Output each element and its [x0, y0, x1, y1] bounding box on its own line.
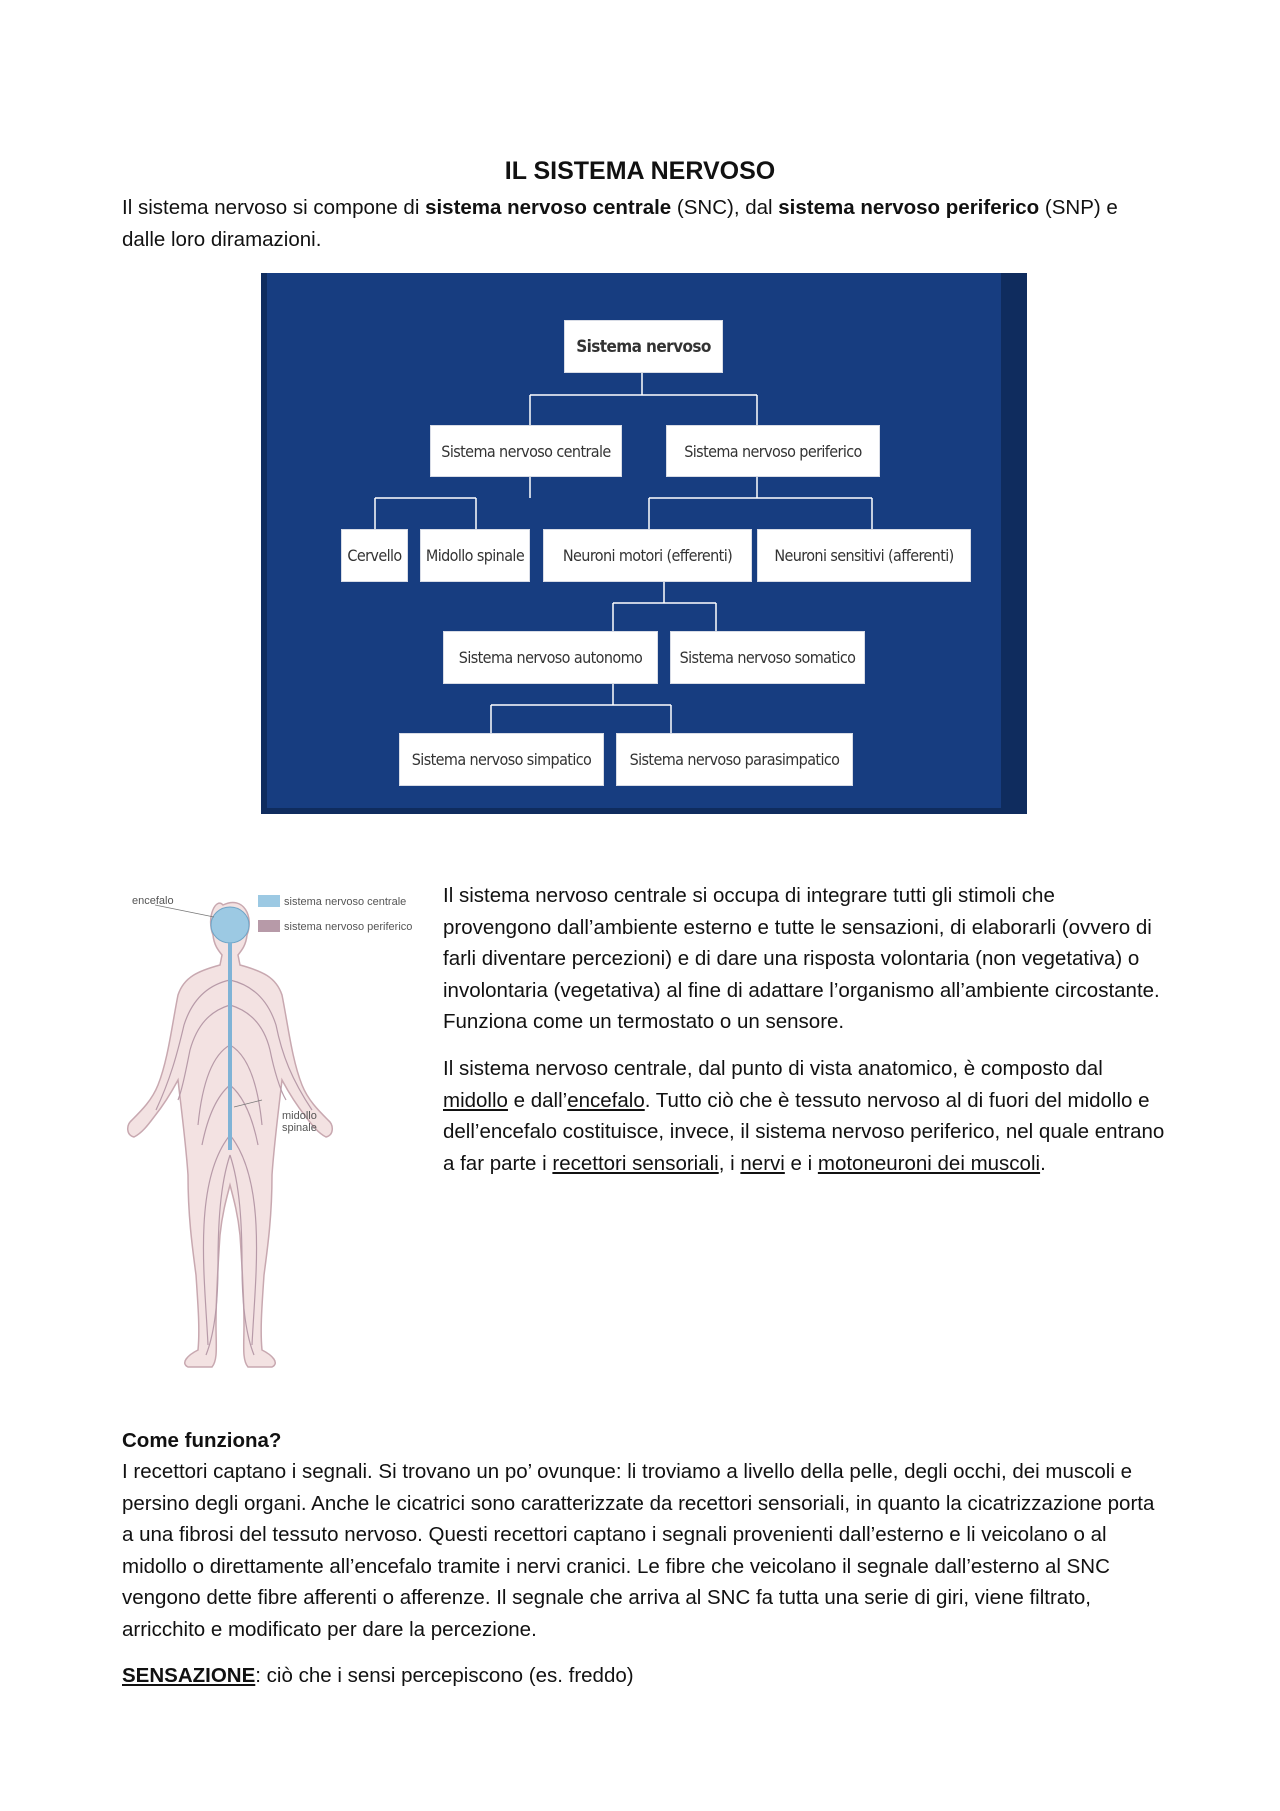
- link-motoneuroni: motoneuroni dei muscoli: [817, 1151, 1041, 1175]
- sensazione-definition: : ciò che i sensi percepiscono (es. fred…: [255, 1664, 634, 1687]
- intro-bold-snp: sistema nervoso periferico: [778, 196, 1040, 219]
- intro-text-1: Il sistema nervoso si compone di: [122, 196, 426, 219]
- label-midollo-spinale: midollo spinale: [282, 1110, 317, 1134]
- box-sistema-nervoso-autonomo: Sistema nervoso autonomo: [443, 631, 658, 684]
- snc-paragraph: Il sistema nervoso centrale si occupa di…: [443, 884, 1160, 1033]
- label-midollo-line1: midollo: [282, 1110, 317, 1122]
- intro-bold-snc: sistema nervoso centrale: [425, 196, 672, 219]
- nervous-system-figure: encefalo sistema nervoso centrale sistem…: [122, 885, 427, 1375]
- box-sistema-nervoso-periferico: Sistema nervoso periferico: [666, 425, 880, 477]
- intro-text-3: (SNP) e: [1039, 196, 1118, 219]
- box-sistema-nervoso-somatico: Sistema nervoso somatico: [670, 631, 865, 684]
- how-paragraph: I recettori captano i segnali. Si trovan…: [122, 1460, 1155, 1641]
- box-neuroni-motori: Neuroni motori (efferenti): [543, 529, 752, 582]
- intro-paragraph: Il sistema nervoso si compone di sistema…: [122, 192, 1162, 255]
- intro-text-line2: dalle loro diramazioni.: [122, 227, 322, 251]
- label-encefalo: encefalo: [132, 895, 174, 907]
- anatomy-text-5: e i: [784, 1151, 818, 1175]
- page-title: IL SISTEMA NERVOSO: [504, 157, 776, 185]
- sensazione-term: SENSAZIONE: [122, 1664, 256, 1687]
- link-nervi: nervi: [740, 1151, 785, 1175]
- diagram-right-border: [1001, 273, 1027, 814]
- how-heading-text: Come funziona?: [122, 1429, 282, 1452]
- brain-shape: [210, 906, 250, 944]
- link-encefalo: encefalo: [567, 1088, 645, 1112]
- link-recettori-sensoriali: recettori sensoriali: [552, 1151, 719, 1175]
- legend-peripheral-label: sistema nervoso periferico: [284, 921, 413, 933]
- anatomy-text-1: Il sistema nervoso centrale, dal punto d…: [443, 1057, 1103, 1080]
- box-neuroni-sensitivi: Neuroni sensitivi (afferenti): [757, 529, 971, 582]
- anatomy-text-6: .: [1040, 1151, 1046, 1175]
- box-sistema-nervoso: Sistema nervoso: [564, 320, 723, 373]
- box-sistema-nervoso-simpatico: Sistema nervoso simpatico: [399, 733, 604, 786]
- how-heading: Come funziona?: [122, 1425, 1162, 1457]
- link-midollo: midollo: [443, 1088, 508, 1112]
- legend-swatch-peripheral: [258, 920, 280, 932]
- diagram-connector-lines: [374, 372, 873, 733]
- box-sistema-nervoso-parasimpatico: Sistema nervoso parasimpatico: [616, 733, 853, 786]
- anatomy-text-4: , i: [718, 1151, 741, 1175]
- box-cervello: Cervello: [341, 529, 408, 582]
- label-midollo-line2: spinale: [282, 1122, 317, 1134]
- diagram-bottom-border: [261, 808, 1027, 814]
- nervous-system-diagram: Sistema nervoso Sistema nervoso centrale…: [261, 273, 1027, 814]
- box-midollo-spinale: Midollo spinale: [420, 529, 530, 582]
- box-sistema-nervoso-centrale: Sistema nervoso centrale: [430, 425, 622, 477]
- human-body-illustration: [127, 901, 333, 1368]
- legend-central-label: sistema nervoso centrale: [284, 896, 407, 908]
- intro-text-2: (SNC), dal: [671, 196, 779, 219]
- sensazione-line: SENSAZIONE: ciò che i sensi percepiscono…: [122, 1660, 1162, 1692]
- anatomy-text-2: e dall’: [507, 1088, 568, 1112]
- legend-swatch-central: [258, 895, 280, 907]
- peripheral-nerves: [155, 979, 313, 1356]
- diagram-left-border: [261, 273, 267, 814]
- anatomy-paragraph: Il sistema nervoso centrale, dal punto d…: [443, 1053, 1166, 1179]
- anatomy-text-3: . Tutto ciò che è tessuto nervoso al di …: [443, 1088, 1165, 1175]
